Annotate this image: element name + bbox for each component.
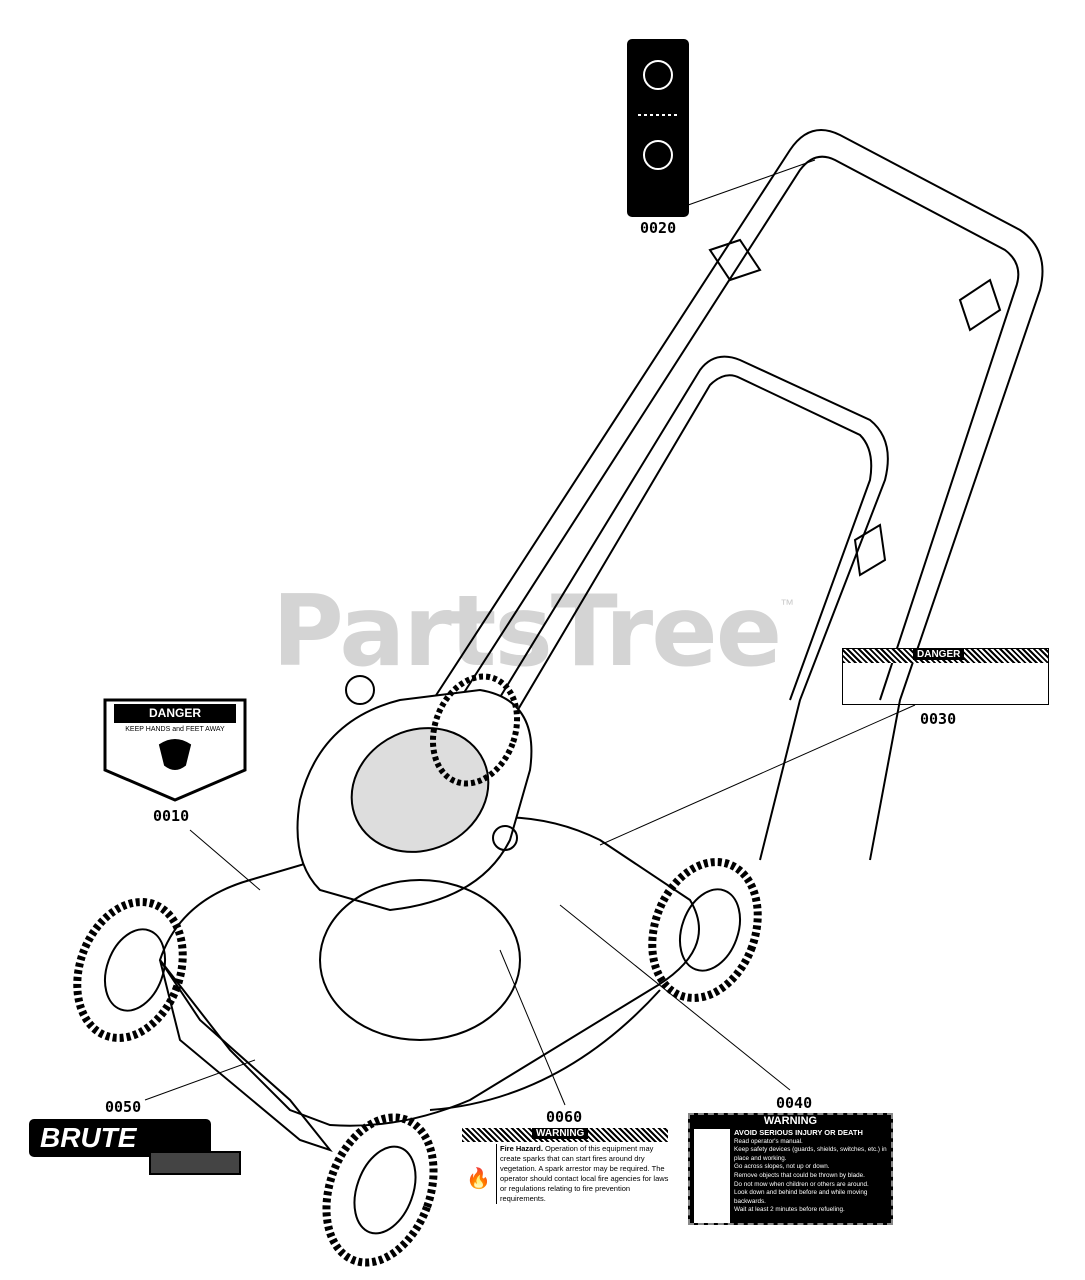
handle-lower-inner [499,374,873,741]
fuel-cap [345,675,375,705]
decal-0010-subtitle: KEEP HANDS and FEET AWAY [125,726,225,733]
handle-upper [419,129,1044,861]
decal-0010-shield [103,698,247,802]
decal-0050 [29,1119,211,1157]
handle-lower [479,355,889,861]
decal-0040-item: Look down and behind before and while mo… [734,1189,868,1205]
callout-0040[interactable]: 0040 [776,1094,813,1112]
safety-pictograms [694,1129,730,1223]
trademark: ™ [780,596,794,612]
callout-0050[interactable]: 0050 [105,1098,142,1116]
decal-0030-title: DANGER [913,649,965,660]
decal-0040-item: Read operator's manual. [734,1137,803,1145]
deck-skirt [429,989,661,1111]
decal-0060-body: Operation of this equipment may create s… [500,1144,669,1203]
decal-0040-item: Go across slopes, not up or down. [734,1163,830,1171]
callout-0020[interactable]: 0020 [640,219,677,237]
decal-0040-heading: AVOID SERIOUS INJURY OR DEATH [734,1128,863,1137]
decal-0040-item: Keep safety devices (guards, shields, sw… [734,1146,887,1162]
decal-0030: DANGER [842,648,1049,705]
fire-icon: 🔥 [466,1168,491,1190]
decal-0010-title: DANGER [148,706,201,720]
wheel-front-right [322,1113,438,1267]
decal-0040-item: Do not mow when children or others are a… [734,1180,869,1188]
rear-guard [159,959,333,1153]
wheel-rear-right [648,858,762,1002]
decal-0040: WARNING AVOID SERIOUS INJURY OR DEATH Re… [688,1113,893,1225]
decal-0040-title: WARNING [763,1115,818,1127]
decal-0040-item: Remove objects that could be thrown by b… [734,1171,865,1179]
hand-icon [158,739,192,770]
decal-0060: WARNING 🔥 Fire Hazard. Operation of this… [462,1128,668,1220]
callout-0030[interactable]: 0030 [920,710,957,728]
engine-top [350,727,490,853]
decal-0020 [627,39,689,217]
wheel-front-left [73,898,187,1042]
decal-0060-heading: Fire Hazard. [500,1144,543,1153]
decal-0050-brand: BRUTE [40,1122,137,1153]
control-bar [708,238,1002,577]
oil-cap [492,825,518,851]
callout-0010[interactable]: 0010 [153,807,190,825]
decal-0060-title: WARNING [532,1128,589,1139]
blade-housing [319,879,521,1041]
leader-lines [144,159,916,1106]
decal-0040-item: Wait at least 2 minutes before refueling… [734,1206,845,1214]
callout-0060[interactable]: 0060 [546,1108,583,1126]
wheel-rear-left [429,673,521,787]
